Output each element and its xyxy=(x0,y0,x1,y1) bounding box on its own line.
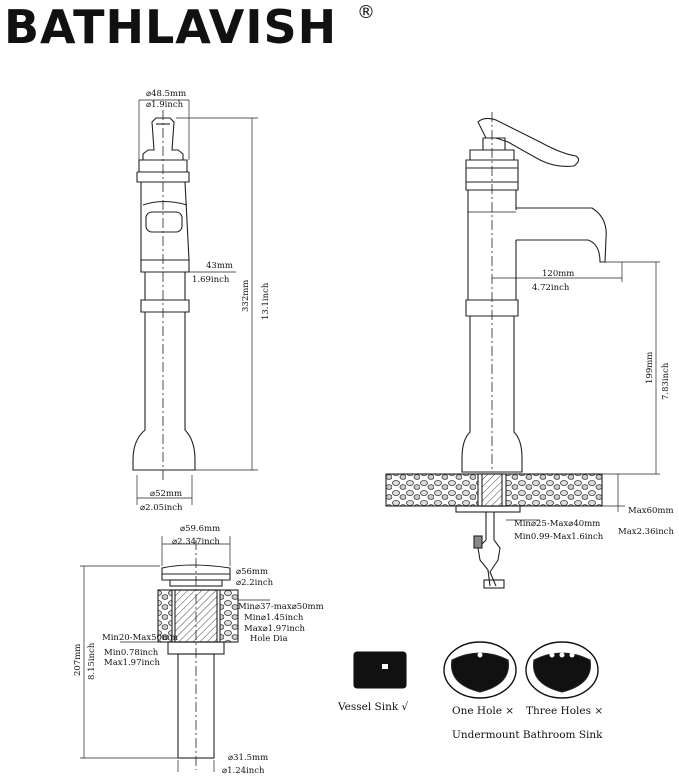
registered-mark: ® xyxy=(357,2,375,23)
drain-height-mm: 207mm xyxy=(73,644,83,676)
drain-pipe-mm: ⌀31.5mm xyxy=(228,753,268,763)
vessel-sink-icon xyxy=(353,651,407,689)
three-holes-sink-icon xyxy=(525,641,599,699)
faucet-side-view xyxy=(385,112,660,589)
drain-height-in: 8.15inch xyxy=(87,642,97,680)
drain-pipe-in: ⌀1.24inch xyxy=(222,766,265,776)
undermount-caption: Undermount Bathroom Sink xyxy=(452,729,603,741)
drain-hole-label: Hole Dia xyxy=(250,634,288,644)
drain-top-in: ⌀2.347inch xyxy=(172,537,220,547)
side-hole-in: Min0.99-Max1.6inch xyxy=(514,532,604,542)
one-hole-sink-icon xyxy=(443,641,517,699)
side-reach-in: 4.72inch xyxy=(532,283,570,293)
front-base-in: ⌀2.05inch xyxy=(140,503,183,513)
side-reach-mm: 120mm xyxy=(542,269,574,279)
one-hole-caption: One Hole × xyxy=(452,705,514,717)
faucet-front-view xyxy=(132,99,258,505)
drain-top-mm: ⌀59.6mm xyxy=(180,524,220,534)
side-deck-mm: Max60mm xyxy=(628,506,674,516)
vessel-sink-caption: Vessel Sink √ xyxy=(337,701,409,713)
drain-thick-mm: Min20-Max50mm xyxy=(102,633,178,643)
front-height-mm: 332mm xyxy=(241,280,251,312)
side-deck-in: Max2.36inch xyxy=(618,527,674,537)
drain-cap-mm: ⌀56mm xyxy=(236,567,268,577)
front-top-in: ⌀1.9inch xyxy=(146,100,184,110)
front-height-in: 13.1inch xyxy=(261,282,271,320)
drain-hole-mm: Min⌀37-max⌀50mm xyxy=(238,602,324,612)
drain-thick-max-in: Max1.97inch xyxy=(104,658,160,668)
drain-view xyxy=(80,536,270,772)
drain-cap-in: ⌀2.2inch xyxy=(236,578,274,588)
drain-hole-max-in: Max⌀1.97inch xyxy=(244,624,306,634)
front-spout-in: 1.69inch xyxy=(192,275,230,285)
three-holes-caption: Three Holes × xyxy=(526,705,603,717)
front-base-mm: ⌀52mm xyxy=(150,489,182,499)
brand-logo: BATHLAVISH xyxy=(4,0,338,54)
side-spout-height-in: 7.83inch xyxy=(661,362,671,400)
side-hole-mm: Min⌀25-Max⌀40mm xyxy=(514,519,600,529)
drain-thick-min-in: Min0.78inch xyxy=(104,648,159,658)
front-top-mm: ⌀48.5mm xyxy=(146,89,186,99)
side-spout-height-mm: 199mm xyxy=(645,352,655,384)
front-spout-mm: 43mm xyxy=(206,261,233,271)
drain-hole-min-in: Min⌀1.45inch xyxy=(244,613,304,623)
